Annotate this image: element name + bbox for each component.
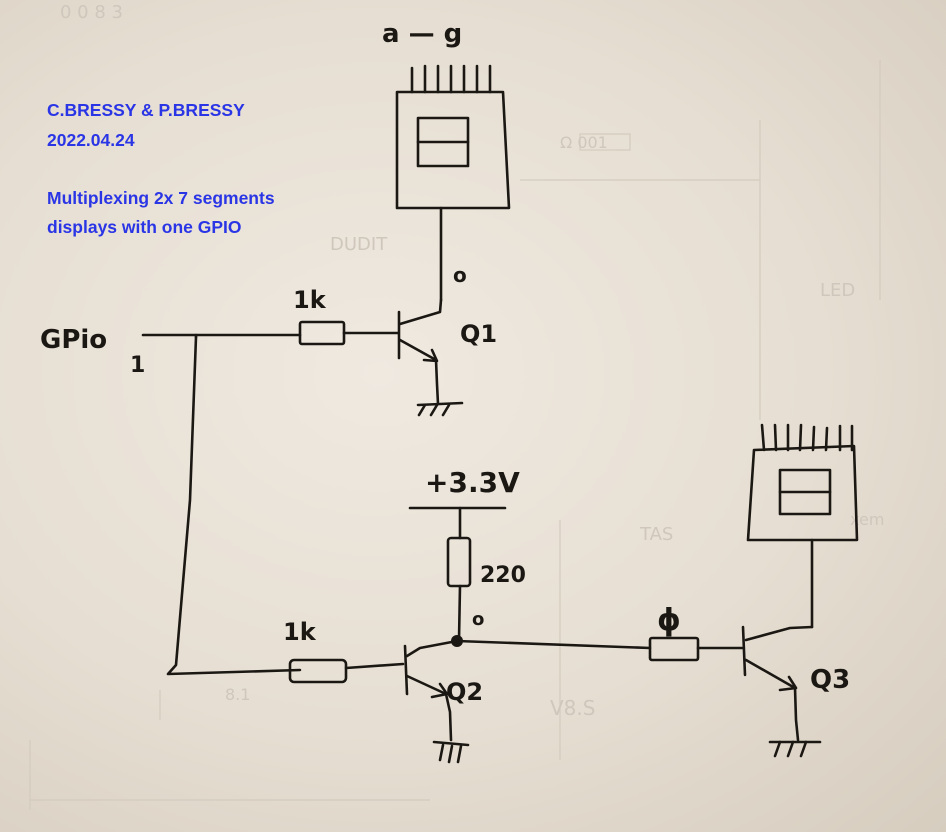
node-label-1: o [453,263,467,287]
transistor-q2 [403,639,470,764]
gpio-pin-label: 1 [130,353,145,378]
pullup-label: 220 [480,563,526,588]
gpio-label: GPio [40,325,107,355]
transistor-q3 [741,625,822,758]
resistor-r3 [648,636,700,662]
q1-label: Q1 [460,320,497,348]
segments-label: a — g [382,19,462,49]
r2-label: 1k [283,618,317,646]
ground-symbol-q3 [768,740,822,758]
node-label-2: o [472,609,484,630]
seven-segment-display-2 [746,423,859,629]
resistor-pullup-220 [446,536,472,588]
caption-authors: C.BRESSY & P.BRESSY [47,100,245,120]
caption-line1: Multiplexing 2x 7 segments [47,188,275,208]
q2-label: Q2 [446,678,483,706]
resistor-r1 [298,320,346,346]
caption-date: 2022.04.24 [47,130,135,150]
r3-label: ϕ [657,603,681,638]
svg-text:TAS: TAS [639,524,673,545]
r1-label: 1k [293,286,327,314]
transistor-q1 [397,298,464,417]
resistor-r2 [288,658,348,684]
q3-label: Q3 [810,665,850,695]
ground-symbol-q2 [432,740,470,764]
svg-text:LED: LED [820,280,855,301]
ground-symbol-q1 [416,401,464,417]
svg-text:0 0 8 3: 0 0 8 3 [60,2,123,23]
svg-text:DUDIT: DUDIT [330,234,388,255]
paper-bleed-through: Ω 001 LED DUDIT TAS V8.S 8.1 xem 0 0 8 3 [29,2,884,810]
gpio-net [141,333,302,676]
supply-label: +3.3V [425,466,520,499]
svg-text:8.1: 8.1 [225,685,250,704]
svg-text:V8.S: V8.S [550,696,595,720]
seven-segment-display-1 [395,64,511,302]
caption-line2: displays with one GPIO [47,217,242,237]
svg-text:Ω 001: Ω 001 [560,133,608,152]
svg-text:xem: xem [850,510,884,529]
